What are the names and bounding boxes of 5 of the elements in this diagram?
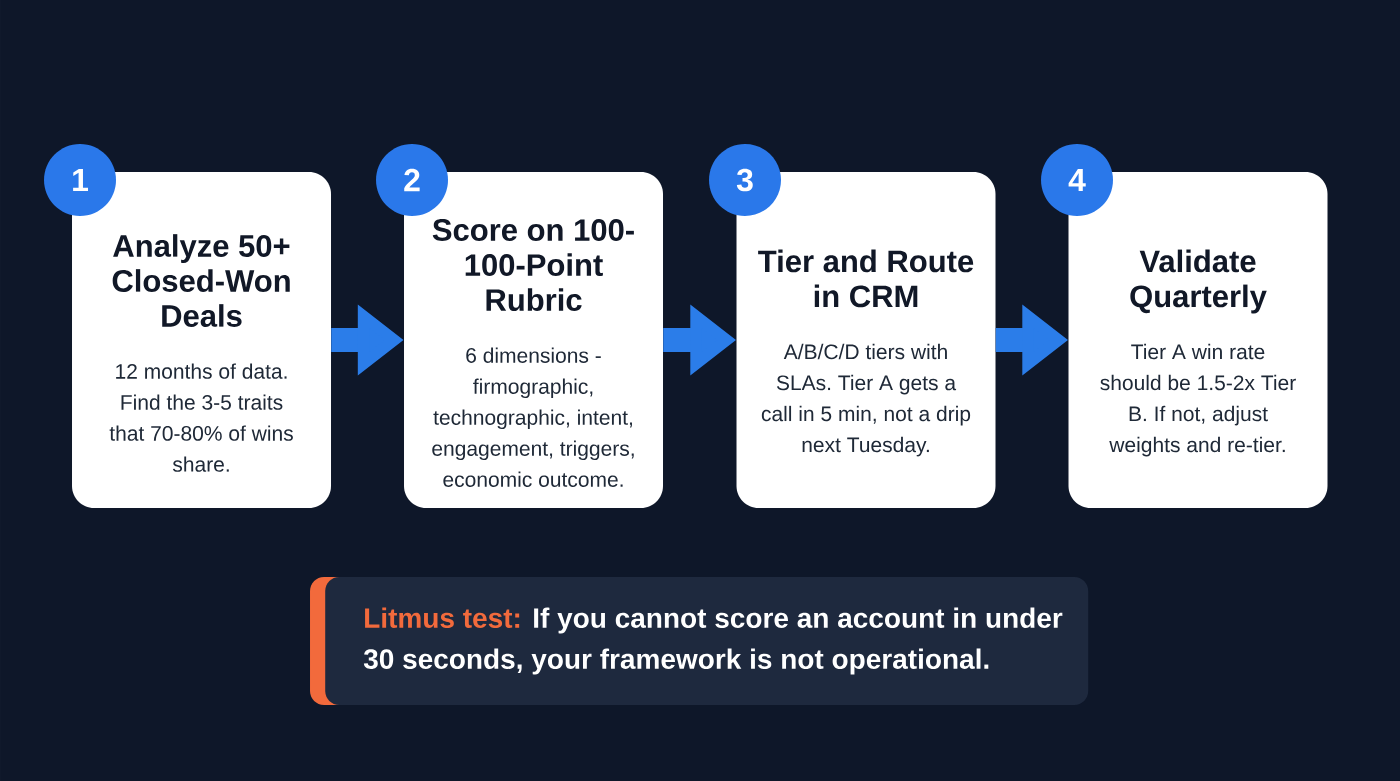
- number-badge: 4: [1041, 144, 1113, 216]
- callout-box: Litmus test: If you cannot score an account in under 30 seconds, your framework is not operational.: [310, 577, 1089, 705]
- number-badge: 2: [376, 144, 448, 216]
- number-badge: 3: [709, 144, 781, 216]
- number-badge: 1: [44, 144, 116, 216]
